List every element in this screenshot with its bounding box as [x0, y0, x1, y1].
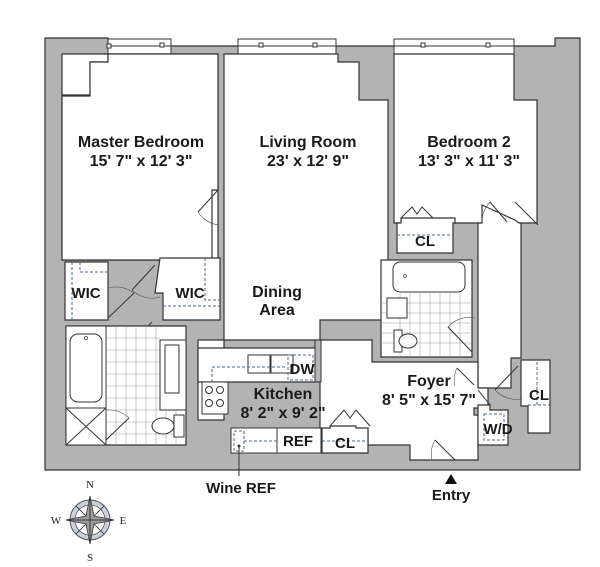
cl-bedroom2-label: CL	[415, 233, 435, 250]
wic-left-label: WIC	[71, 285, 100, 302]
living-room-label: Living Room 23' x 12' 9"	[260, 134, 357, 170]
wine-ref-label: Wine REF	[206, 480, 276, 497]
svg-text:Bedroom 2: Bedroom 2	[427, 134, 511, 151]
svg-text:13' 3" x 11' 3": 13' 3" x 11' 3"	[418, 153, 520, 170]
svg-text:Master Bedroom: Master Bedroom	[78, 134, 204, 151]
foyer-closet	[520, 359, 551, 434]
svg-text:15' 7" x 12' 3": 15' 7" x 12' 3"	[90, 153, 193, 170]
svg-text:Kitchen: Kitchen	[254, 386, 313, 403]
bedroom2-label: Bedroom 2 13' 3" x 11' 3"	[418, 134, 520, 170]
kitchen-closet	[321, 425, 369, 454]
svg-text:8' 2" x 9' 2": 8' 2" x 9' 2"	[240, 405, 325, 422]
cl-kitchen-label: CL	[335, 435, 355, 452]
svg-text:Area: Area	[259, 302, 295, 319]
wic-right	[154, 257, 221, 321]
entry-arrow-icon	[445, 474, 457, 484]
master-bedroom-label: Master Bedroom 15' 7" x 12' 3"	[78, 134, 204, 170]
svg-text:Foyer: Foyer	[407, 373, 451, 390]
bedroom2-area	[393, 53, 538, 224]
bedroom2-closet	[396, 217, 456, 254]
windows	[106, 38, 515, 55]
dining-area-label: Dining Area	[252, 284, 302, 319]
dw-label: DW	[290, 361, 316, 378]
stove-burners	[205, 386, 224, 407]
svg-text:Living Room: Living Room	[260, 134, 357, 151]
master-bath-tiles	[106, 326, 186, 445]
svg-text:8' 5" x 15' 7": 8' 5" x 15' 7"	[382, 392, 476, 409]
svg-text:Dining: Dining	[252, 284, 302, 301]
kitchen-label: Kitchen 8' 2" x 9' 2"	[240, 386, 325, 422]
foyer-label: Foyer 8' 5" x 15' 7"	[382, 373, 476, 409]
compass-rose-icon	[65, 495, 115, 545]
svg-text:23' x 12' 9": 23' x 12' 9"	[267, 153, 349, 170]
ref-label: REF	[283, 433, 313, 450]
wic-right-label: WIC	[175, 285, 204, 302]
entry-label: Entry	[432, 487, 471, 504]
cl-foyer-label: CL	[529, 387, 549, 404]
wic-left	[64, 261, 109, 321]
hallway	[477, 204, 522, 389]
compass-w: W	[51, 515, 62, 527]
wd-label: W/D	[483, 421, 512, 438]
compass-s: S	[87, 552, 93, 564]
compass-e: E	[120, 515, 127, 527]
compass-n: N	[86, 479, 94, 491]
